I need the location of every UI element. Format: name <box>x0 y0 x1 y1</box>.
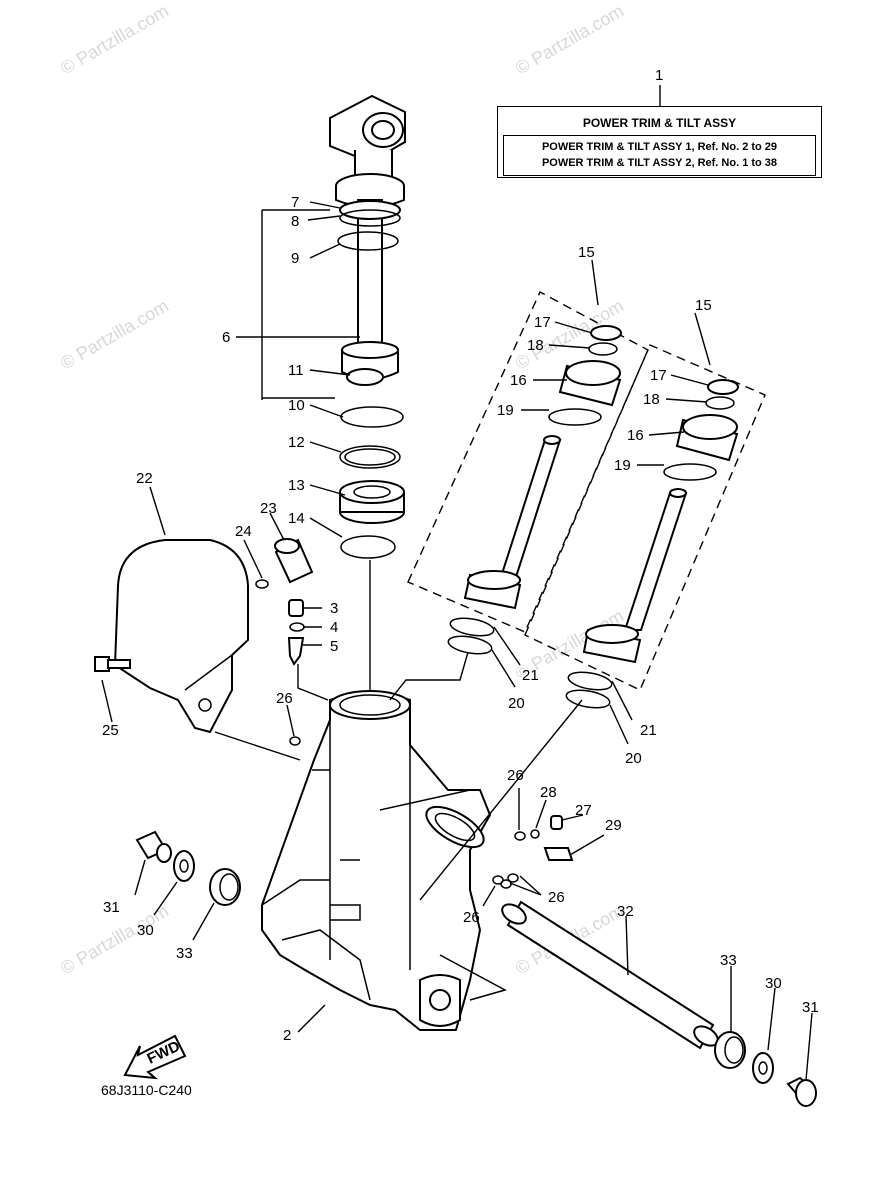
part-31-bolt-left <box>135 830 172 863</box>
part-32-tilt-shaft <box>501 900 719 1050</box>
callout-21: 21 <box>640 722 657 739</box>
callout-25: 25 <box>102 722 119 739</box>
callout-3: 3 <box>330 600 338 617</box>
callout-27: 27 <box>575 802 592 819</box>
callout-28: 28 <box>540 784 557 801</box>
part-9-o-ring <box>337 231 399 251</box>
callout-15: 15 <box>695 297 712 314</box>
watermark: © Partzilla.com <box>512 0 627 78</box>
part-3-4-5-valve <box>287 599 305 666</box>
part-25-bolt <box>94 656 131 672</box>
part-28-ball <box>530 829 540 839</box>
callout-21: 21 <box>522 667 539 684</box>
callout-17: 17 <box>534 314 551 331</box>
part-10-o-ring <box>340 406 404 428</box>
callout-19: 19 <box>614 457 631 474</box>
callout-33: 33 <box>176 945 193 962</box>
part-21-gasket-a <box>449 617 495 637</box>
part-30-washer-left <box>173 850 195 882</box>
callout-16: 16 <box>510 372 527 389</box>
callout-2: 2 <box>283 1027 291 1044</box>
callout-7: 7 <box>291 194 299 211</box>
callout-29: 29 <box>605 817 622 834</box>
callout-11: 11 <box>288 362 304 379</box>
callout-10: 10 <box>288 397 305 414</box>
title-block-line-1: POWER TRIM & TILT ASSY 1, Ref. No. 2 to … <box>541 141 778 153</box>
part-20-o-ring-b <box>565 689 611 709</box>
part-7-8-seals <box>339 200 401 227</box>
callout-8: 8 <box>291 213 299 230</box>
callout-15: 15 <box>578 244 595 261</box>
title-block-refs: POWER TRIM & TILT ASSY 1, Ref. No. 2 to … <box>503 135 816 176</box>
part-14-o-ring <box>340 535 396 559</box>
part-2-bracket-body <box>261 690 507 1031</box>
callout-18: 18 <box>527 337 544 354</box>
callout-32: 32 <box>617 903 634 920</box>
part-20-o-ring-a <box>447 635 493 655</box>
part-26-o-ring <box>507 873 519 883</box>
part-31-bolt-right <box>786 1076 817 1107</box>
part-26-o-ring <box>514 831 526 841</box>
part-15b-piston <box>582 379 739 664</box>
callout-30: 30 <box>765 975 782 992</box>
callout-31: 31 <box>103 899 120 916</box>
callout-33: 33 <box>720 952 737 969</box>
diagram-code: 68J3110-C240 <box>101 1082 192 1098</box>
part-11-nut <box>346 368 384 386</box>
callout-26: 26 <box>507 767 524 784</box>
title-block: POWER TRIM & TILT ASSY POWER TRIM & TILT… <box>497 106 822 178</box>
callout-5: 5 <box>330 638 338 655</box>
title-block-line-2: POWER TRIM & TILT ASSY 2, Ref. No. 1 to … <box>541 157 778 169</box>
part-15a-piston <box>463 325 622 610</box>
callout-9: 9 <box>291 250 299 267</box>
part-13-gland <box>339 480 405 524</box>
callout-14: 14 <box>288 510 305 527</box>
part-23-bushing <box>274 538 314 584</box>
callout-6: 6 <box>222 329 230 346</box>
callout-1: 1 <box>655 67 663 84</box>
part-33-bushing-left <box>209 868 241 906</box>
part-12-ring-inner <box>344 448 396 466</box>
part-15-box-a <box>407 291 649 633</box>
callout-18: 18 <box>643 391 660 408</box>
callout-26: 26 <box>548 889 565 906</box>
callout-31: 31 <box>802 999 819 1016</box>
callouts: 1 7 8 9 6 11 10 12 13 14 15 15 17 18 16 … <box>102 67 819 1044</box>
callout-13: 13 <box>288 477 305 494</box>
part-22-cover <box>113 539 249 734</box>
part-6-tilt-rod <box>329 94 406 380</box>
callout-23: 23 <box>260 500 277 517</box>
title-block-title: POWER TRIM & TILT ASSY <box>582 116 737 130</box>
callout-26: 26 <box>276 690 293 707</box>
watermark: © Partzilla.com <box>57 0 172 78</box>
callout-26: 26 <box>463 909 480 926</box>
callout-12: 12 <box>288 434 305 451</box>
callout-30: 30 <box>137 922 154 939</box>
part-15-box-b <box>524 344 766 691</box>
leader-lines <box>101 85 813 1081</box>
part-24-o-ring <box>255 579 269 589</box>
part-26-o-ring <box>289 736 301 746</box>
part-30-washer-right <box>752 1052 774 1084</box>
callout-24: 24 <box>235 523 252 540</box>
callout-16: 16 <box>627 427 644 444</box>
part-12-ring <box>339 445 401 469</box>
callout-20: 20 <box>508 695 525 712</box>
part-27-pin <box>550 815 563 830</box>
callout-17: 17 <box>650 367 667 384</box>
part-21-gasket-b <box>567 671 613 691</box>
fwd-arrow: FWD <box>123 1034 187 1080</box>
part-26-o-ring <box>492 875 504 885</box>
part-33-bushing-right <box>714 1031 746 1069</box>
callout-22: 22 <box>136 470 153 487</box>
callout-20: 20 <box>625 750 642 767</box>
watermark: © Partzilla.com <box>57 295 172 373</box>
part-29-plug <box>543 847 574 861</box>
callout-4: 4 <box>330 619 338 636</box>
callout-19: 19 <box>497 402 514 419</box>
